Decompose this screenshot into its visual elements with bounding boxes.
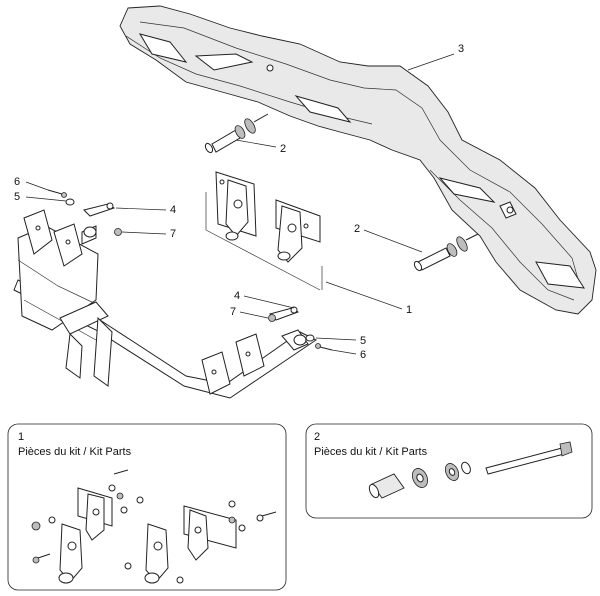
kit-parts-panel-1: 1 Pièces du kit / Kit Parts [7, 423, 287, 591]
callout-1: 1 [406, 304, 412, 316]
kit-1-title: Pièces du kit / Kit Parts [18, 446, 132, 458]
callout-4-left: 4 [170, 204, 176, 216]
callout-7-right: 7 [230, 306, 236, 318]
nut-part-7-right [268, 314, 276, 322]
callout-2-lower: 2 [354, 223, 360, 235]
pin-part-2-lower [413, 233, 479, 272]
kit-1-number: 1 [18, 431, 24, 443]
pin-part-2-upper [204, 113, 269, 154]
kit-parts-panel-2: 2 Pièces du kit / Kit Parts [305, 423, 593, 519]
callout-6-left: 6 [14, 176, 20, 188]
callout-2-upper: 2 [280, 143, 286, 155]
chassis-frame [13, 209, 317, 399]
washer-part-5-right [305, 334, 315, 342]
kit-2-title: Pièces du kit / Kit Parts [314, 446, 428, 458]
callout-6-right: 6 [360, 349, 366, 361]
callout-7-left: 7 [170, 228, 176, 240]
bolt-part-6-left [47, 189, 67, 198]
washer-part-5-left [65, 198, 75, 206]
beam-part-3 [119, 5, 597, 315]
callout-4-right: 4 [234, 290, 240, 302]
callout-5-left: 5 [14, 191, 20, 203]
bracket-kit-part-1 [205, 171, 323, 291]
callout-3: 3 [458, 43, 464, 55]
nut-part-7-left [114, 228, 122, 236]
link-part-4-right [269, 306, 300, 321]
kit-2-number: 2 [314, 431, 320, 443]
callout-5-right: 5 [360, 335, 366, 347]
bolt-part-6-right [315, 343, 333, 351]
link-part-4-left [83, 202, 116, 217]
leader-lines [25, 53, 455, 355]
